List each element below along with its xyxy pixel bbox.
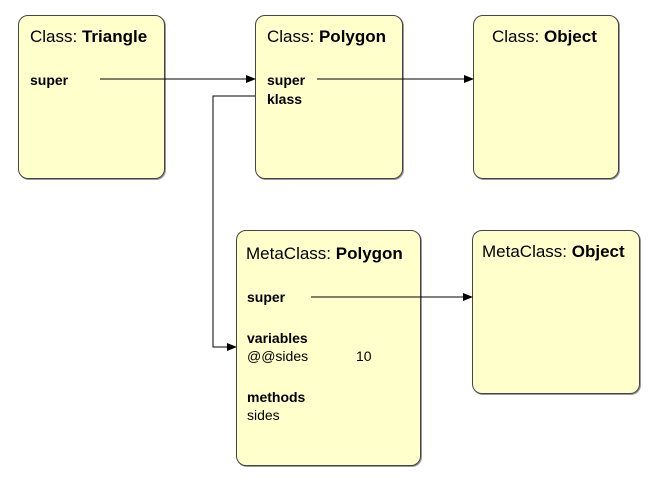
class-object-title: Class: Object xyxy=(492,27,597,47)
metaclass-polygon-methods-label: methods xyxy=(247,389,306,405)
metaclass-object-prefix: MetaClass: xyxy=(482,242,572,261)
class-object-name: Object xyxy=(543,27,597,46)
metaclass-polygon-box: MetaClass: Polygon super variables @@sid… xyxy=(236,230,421,466)
metaclass-object-title: MetaClass: Object xyxy=(482,242,625,262)
class-polygon-box: Class: Polygon super klass xyxy=(255,15,403,179)
class-triangle-name: Triangle xyxy=(81,27,148,46)
class-polygon-prefix: Class: xyxy=(267,27,319,46)
metaclass-object-box: MetaClass: Object xyxy=(472,230,640,394)
class-polygon-super-field: super xyxy=(267,72,306,88)
metaclass-polygon-method-name: sides xyxy=(247,407,280,423)
metaclass-object-name: Object xyxy=(571,242,625,261)
class-polygon-klass-field: klass xyxy=(267,91,303,107)
class-polygon-title: Class: Polygon xyxy=(267,27,386,47)
metaclass-polygon-variable-value: 10 xyxy=(356,348,372,364)
class-triangle-super-field: super xyxy=(30,72,69,88)
metaclass-polygon-prefix: MetaClass: xyxy=(246,244,336,263)
metaclass-polygon-variables-label: variables xyxy=(247,330,308,346)
class-triangle-box: Class: Triangle super xyxy=(18,15,165,179)
class-object-box: Class: Object xyxy=(473,15,619,179)
class-triangle-prefix: Class: xyxy=(30,27,82,46)
metaclass-polygon-super-field: super xyxy=(247,289,286,305)
class-polygon-name: Polygon xyxy=(318,27,387,46)
metaclass-polygon-variable-name: @@sides xyxy=(247,348,309,364)
class-triangle-title: Class: Triangle xyxy=(30,27,147,47)
metaclass-polygon-title: MetaClass: Polygon xyxy=(246,244,403,264)
class-object-prefix: Class: xyxy=(492,27,544,46)
metaclass-polygon-name: Polygon xyxy=(335,244,403,263)
polygon-klass-arrow xyxy=(212,95,255,351)
